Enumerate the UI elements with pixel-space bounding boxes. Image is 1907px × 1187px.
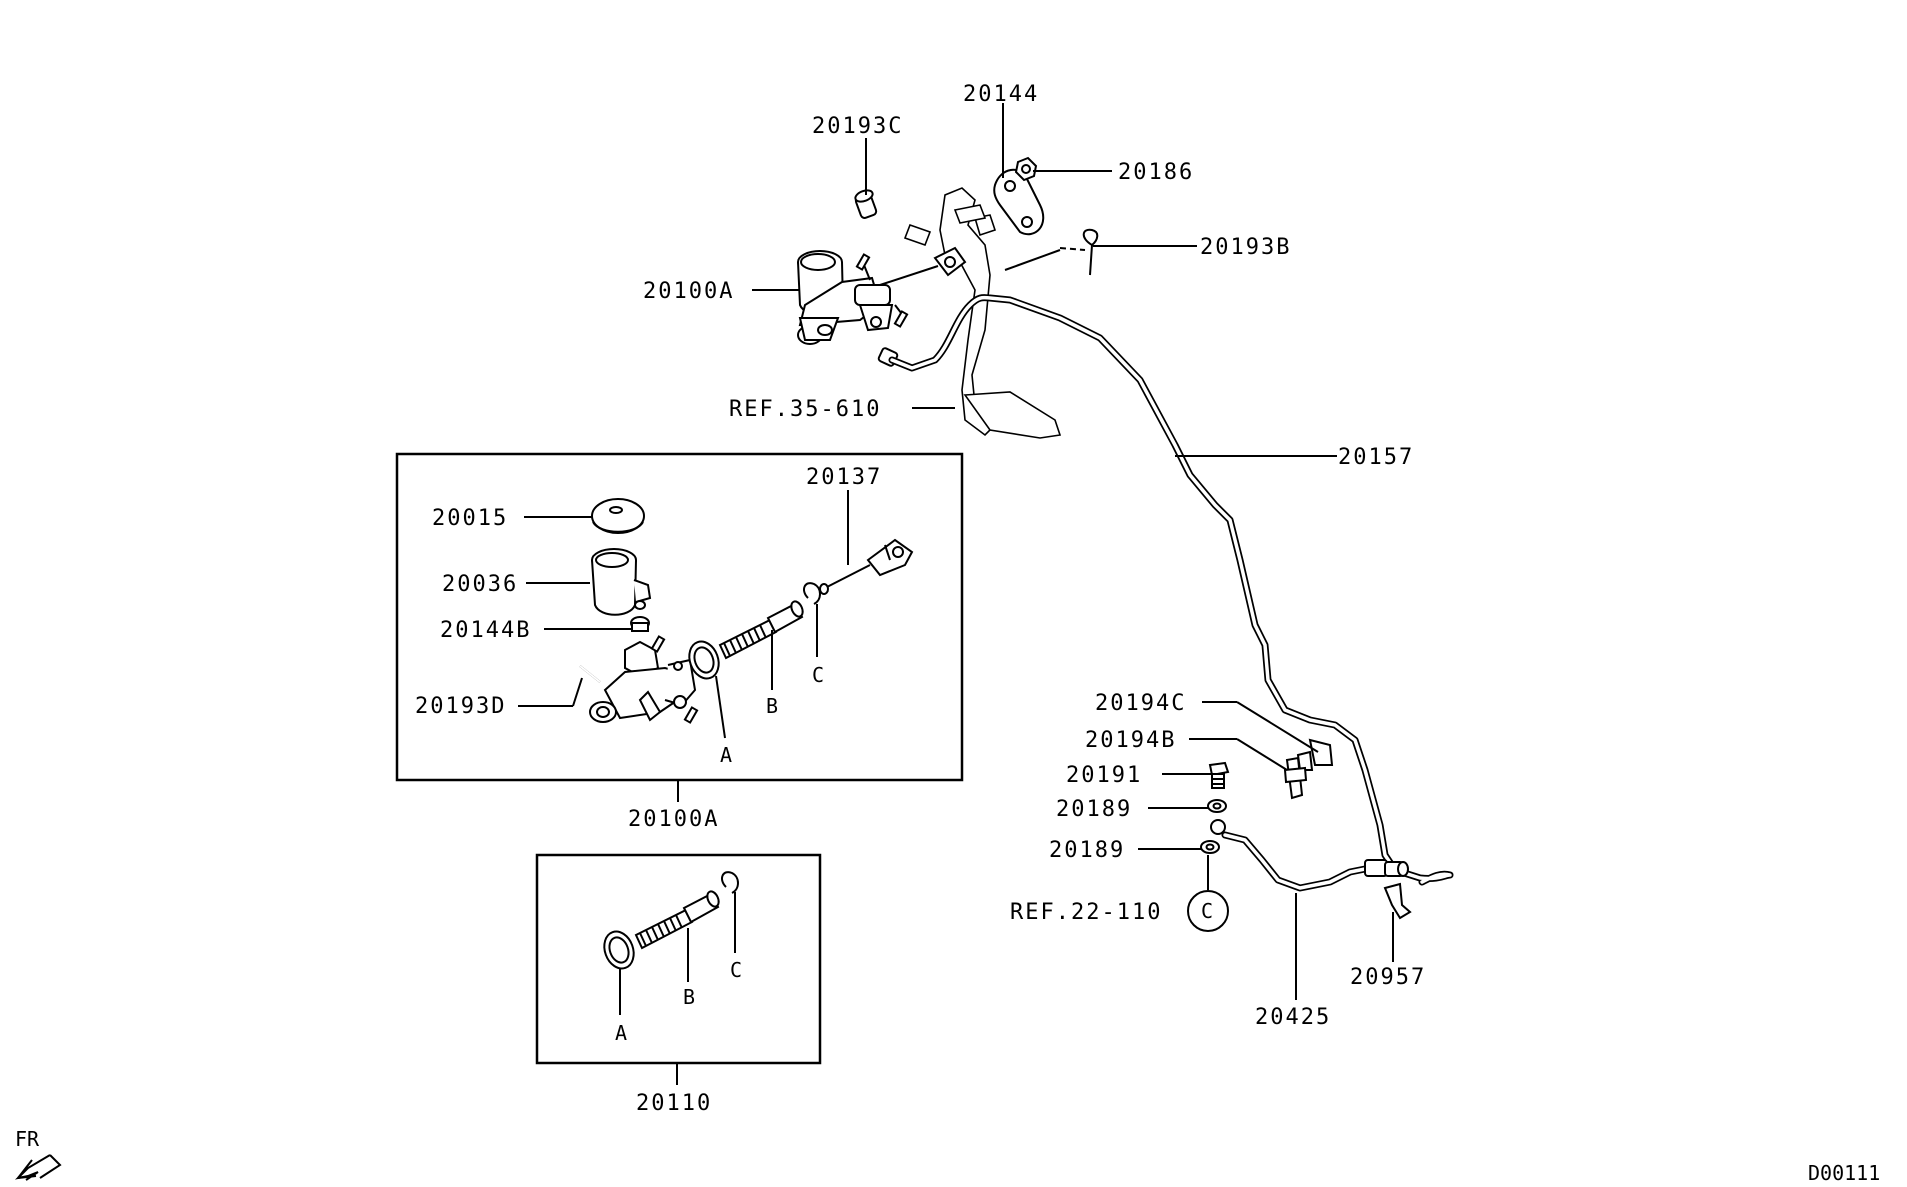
label-fr: FR [15,1127,40,1151]
label-ref-circle-c: C [1201,899,1213,923]
part-20957-clip [1383,882,1412,920]
part-20193B-clip [1004,228,1099,276]
part-20144B-grommet [630,616,650,632]
box1-snapring-C [803,582,821,605]
box2-snapring-C [721,871,739,894]
label-ref-22-110: REF.22-110 [1010,900,1162,925]
part-20194C-clamp [1296,738,1334,771]
part-20425-hose [1210,819,1409,892]
part-20189-washer-a [1207,799,1227,813]
label-box1-C: C [812,663,824,687]
front-arrow-icon [14,1154,62,1181]
label-20144: 20144 [963,82,1039,107]
box2-ring-A [603,930,635,970]
part-20137-pushrod [819,538,914,595]
part-20194B-bracket [1283,756,1308,800]
drawing-code: D00111 [1808,1161,1880,1185]
part-20191-bolt [1208,761,1230,789]
label-20193D: 20193D [415,694,506,719]
part-20193C-pin [854,189,878,219]
label-20194B: 20194B [1085,728,1176,753]
part-20036-reservoir [591,548,652,616]
label-20193C: 20193C [812,114,903,139]
label-20137: 20137 [806,465,882,490]
label-20100A-top: 20100A [643,279,734,304]
label-20157: 20157 [1338,445,1414,470]
leader-lines [518,103,1394,1085]
part-20015-cap [591,498,645,534]
label-20191: 20191 [1066,763,1142,788]
label-20110: 20110 [636,1091,712,1116]
box1-ring-A [688,640,720,680]
label-20144B: 20144B [440,618,531,643]
ref-circle-c [1187,890,1229,932]
label-20015: 20015 [432,506,508,531]
master-hose-fitting [877,294,1454,886]
box2-piston-B [634,890,720,950]
label-20036: 20036 [442,572,518,597]
label-20957: 20957 [1350,965,1426,990]
label-box2-A: A [615,1021,627,1045]
label-20189-b: 20189 [1049,838,1125,863]
label-box1-A: A [720,743,732,767]
label-20100A-box: 20100A [628,807,719,832]
master-cylinder-top [797,250,909,345]
box1-piston-B [718,600,804,660]
part-20193D-pin [579,665,601,683]
label-20186: 20186 [1118,160,1194,185]
label-box1-B: B [766,694,778,718]
exploded-box-20100A [395,452,964,782]
label-20194C: 20194C [1095,691,1186,716]
exploded-box-20110 [535,853,822,1065]
label-20193B: 20193B [1200,235,1291,260]
label-ref-35-610: REF.35-610 [729,397,881,422]
label-20425: 20425 [1255,1005,1331,1030]
label-20189-a: 20189 [1056,797,1132,822]
part-20186-nut [1014,156,1038,182]
label-box2-C: C [730,958,742,982]
part-20189-washer-b [1200,840,1220,854]
clevis-part [879,246,967,286]
label-box2-B: B [683,985,695,1009]
front-direction-indicator: FR [14,1127,62,1181]
part-20144-gasket [993,168,1045,235]
master-cylinder-body [589,635,699,724]
